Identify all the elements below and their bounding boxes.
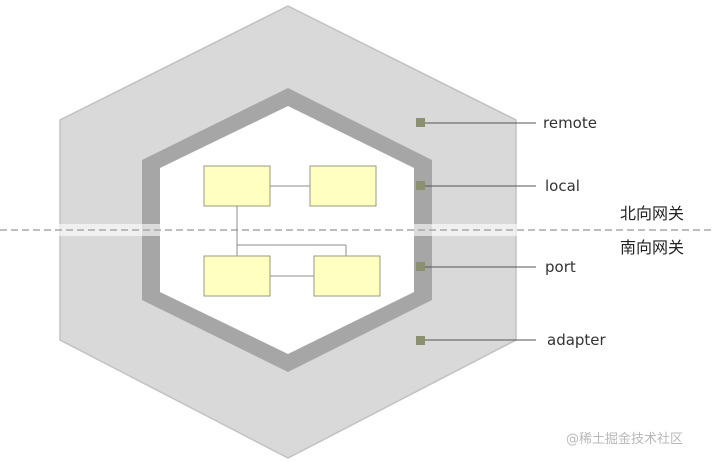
label-local: local — [545, 177, 580, 195]
component-box-top-left — [203, 165, 271, 207]
label-southbound-gateway: 南向网关 — [620, 238, 684, 257]
component-box-bottom-right — [313, 255, 381, 297]
label-remote: remote — [543, 114, 597, 132]
leader-lines — [425, 122, 536, 341]
label-northbound-gateway: 北向网关 — [620, 204, 684, 223]
component-connectors — [236, 185, 347, 277]
marker-port — [416, 262, 425, 271]
component-box-bottom-left — [203, 255, 271, 297]
label-port: port — [545, 258, 576, 276]
marker-remote — [416, 118, 425, 127]
marker-adapter — [416, 336, 425, 345]
component-box-top-right — [309, 165, 377, 207]
watermark-text: @稀土掘金技术社区 — [566, 431, 683, 447]
marker-local — [416, 181, 425, 190]
label-adapter: adapter — [547, 331, 607, 349]
